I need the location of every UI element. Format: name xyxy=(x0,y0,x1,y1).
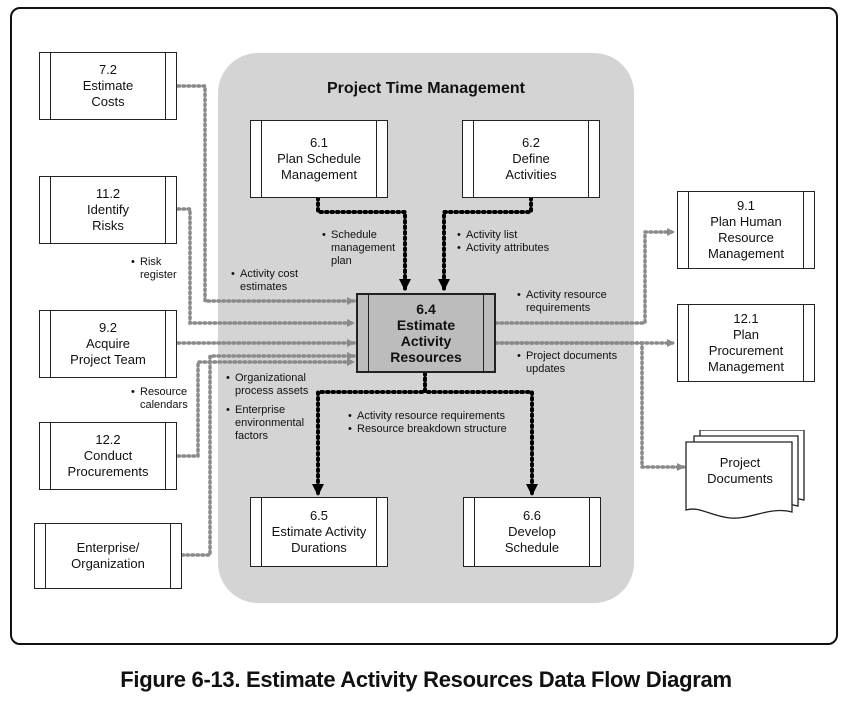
doc-name-line1: Project xyxy=(719,455,761,470)
label-line: Resource xyxy=(140,386,188,398)
process-number: 6.6 xyxy=(522,508,542,523)
process-6-6-develop-schedule: 6.6 Develop Schedule xyxy=(463,497,601,567)
label-line: Activity resource requirements xyxy=(357,410,505,422)
label-line: Project documents xyxy=(526,350,618,362)
label-line: requirements xyxy=(526,302,591,314)
process-6-1-plan-schedule-management: 6.1 Plan Schedule Management xyxy=(250,120,388,198)
process-name-line1: Define xyxy=(512,151,550,166)
process-number: 11.2 xyxy=(95,186,121,201)
flow-12-2-to-6-4 xyxy=(176,358,356,458)
label-enterprise-environmental-factors: •Enterprise environmental factors xyxy=(226,404,305,442)
label-line: estimates xyxy=(240,281,288,293)
label-line: Risk xyxy=(140,256,162,268)
label-line: Enterprise xyxy=(235,404,286,416)
entity-name-line1: Enterprise/ xyxy=(76,540,140,555)
process-name-line1: Conduct xyxy=(83,448,133,463)
flow-6-1-to-6-4 xyxy=(316,196,411,291)
process-number: 7.2 xyxy=(98,62,118,77)
process-9-1-plan-human-resource-management: 9.1 Plan Human Resource Management xyxy=(677,191,815,269)
label-downstream-outputs: •Activity resource requirements •Resourc… xyxy=(348,410,507,435)
process-name-line2: Durations xyxy=(291,540,347,555)
label-line: Activity attributes xyxy=(466,242,550,254)
label-resource-calendars: •Resource calendars xyxy=(131,386,188,411)
process-name-line2: Activity xyxy=(400,333,452,349)
label-output-activity-resource-requirements: •Activity resource requirements xyxy=(517,289,607,314)
label-line: Activity resource xyxy=(526,289,607,301)
process-name-line1: Acquire xyxy=(85,336,131,351)
process-number: 9.1 xyxy=(736,198,756,213)
process-name-line2: Procurements xyxy=(67,464,149,479)
process-name-line1: Estimate xyxy=(396,317,456,333)
label-line: calendars xyxy=(140,399,188,411)
label-line: register xyxy=(140,269,177,281)
process-name-line1: Plan Schedule xyxy=(277,151,361,166)
process-6-4-estimate-activity-resources: 6.4 Estimate Activity Resources xyxy=(356,293,496,373)
label-line: management xyxy=(331,242,396,254)
process-number: 6.2 xyxy=(521,135,541,150)
label-line: Resource breakdown structure xyxy=(357,423,507,435)
process-9-2-acquire-project-team: 9.2 Acquire Project Team xyxy=(39,310,177,378)
process-12-2-conduct-procurements: 12.2 Conduct Procurements xyxy=(39,422,177,490)
process-name-line1: Plan xyxy=(732,327,760,342)
label-line: Activity list xyxy=(466,229,518,241)
flow-6-4-to-6-6 xyxy=(423,371,538,496)
process-number: 6.4 xyxy=(416,301,436,317)
process-name-line1: Estimate Activity xyxy=(271,524,367,539)
process-number: 12.1 xyxy=(733,311,759,326)
figure-caption: Figure 6-13. Estimate Activity Resources… xyxy=(120,667,732,692)
project-documents: Project Documents xyxy=(690,455,790,487)
process-name-line2: Schedule xyxy=(504,540,560,555)
process-name-line2: Risks xyxy=(92,218,124,233)
flow-enterprise-to-6-4 xyxy=(180,352,356,557)
process-name-line3: Management xyxy=(708,246,784,261)
diagram-frame xyxy=(10,7,838,645)
process-name-line2: Resource xyxy=(718,230,774,245)
process-name-line2: Costs xyxy=(91,94,125,109)
flow-6-4-to-docs xyxy=(494,341,686,471)
label-line: updates xyxy=(526,363,566,375)
label-line: Activity cost xyxy=(240,268,299,280)
flow-6-2-to-6-4 xyxy=(438,196,533,291)
label-line: environmental xyxy=(235,417,305,429)
doc-name-line2: Documents xyxy=(707,471,773,486)
process-number: 6.5 xyxy=(309,508,329,523)
process-number: 9.2 xyxy=(98,320,118,335)
process-name-line1: Identify xyxy=(87,202,129,217)
process-6-5-estimate-activity-durations: 6.5 Estimate Activity Durations xyxy=(250,497,388,567)
process-name-line2: Project Team xyxy=(70,352,146,367)
process-name-line2: Activities xyxy=(505,167,557,182)
label-line: plan xyxy=(331,255,352,267)
label-activity-cost-estimates: •Activity cost estimates xyxy=(231,268,299,293)
label-output-project-documents-updates: •Project documents updates xyxy=(517,350,618,375)
process-name-line1: Plan Human xyxy=(710,214,782,229)
process-name-line1: Estimate xyxy=(82,78,134,93)
label-line: Organizational xyxy=(235,372,306,384)
project-documents-icon xyxy=(685,430,805,519)
enterprise-organization: Enterprise/ Organization xyxy=(34,523,182,589)
label-line: factors xyxy=(235,430,269,442)
process-7-2-estimate-costs: 7.2 Estimate Costs xyxy=(39,52,177,120)
process-6-2-define-activities: 6.2 Define Activities xyxy=(462,120,600,198)
process-name-line2: Management xyxy=(281,167,357,182)
process-name-line1: Develop xyxy=(508,524,556,539)
label-organizational-process-assets: •Organizational process assets xyxy=(226,372,309,397)
process-11-2-identify-risks: 11.2 Identify Risks xyxy=(39,176,177,244)
label-activity-list-attributes: •Activity list •Activity attributes xyxy=(457,229,550,254)
process-name-line3: Resources xyxy=(390,349,462,365)
label-schedule-management-plan: •Schedule management plan xyxy=(322,229,396,267)
process-name-line2: Procurement xyxy=(708,343,784,358)
label-line: Schedule xyxy=(331,229,377,241)
flow-6-4-to-9-1 xyxy=(494,228,676,325)
process-number: 12.2 xyxy=(95,432,121,447)
label-line: process assets xyxy=(235,385,309,397)
flow-11-2-to-6-4 xyxy=(176,207,356,327)
process-name-line3: Management xyxy=(708,359,784,374)
process-number: 6.1 xyxy=(309,135,329,150)
group-title: Project Time Management xyxy=(327,80,525,97)
entity-name-line2: Organization xyxy=(71,556,145,571)
flow-7-2-to-6-4 xyxy=(176,84,356,305)
label-risk-register: •Risk register xyxy=(131,256,177,281)
process-12-1-plan-procurement-management: 12.1 Plan Procurement Management xyxy=(677,304,815,382)
